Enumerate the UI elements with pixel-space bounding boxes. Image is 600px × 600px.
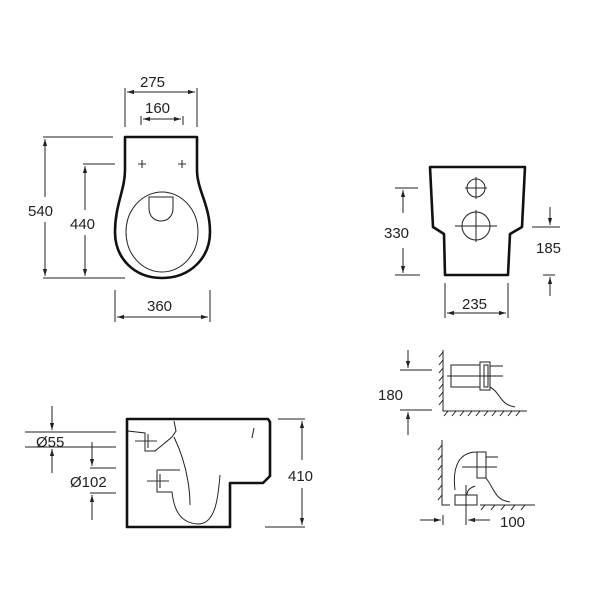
bowl-outlet [148,196,174,222]
label-diameter-55: Ø55 [36,434,64,451]
connection-detail: 180 100 [378,350,535,531]
top-view-outline [113,135,212,280]
wall-floor-1 [442,350,527,412]
label-160: 160 [145,100,170,117]
label-410: 410 [288,468,313,485]
label-540: 540 [28,203,53,220]
label-180: 180 [378,387,403,404]
label-235: 235 [462,296,487,313]
label-360: 360 [147,298,172,315]
front-view-outline [428,165,527,277]
side-view-outline [125,417,272,529]
label-100: 100 [500,514,525,531]
top-view: 275 160 540 440 360 [28,74,212,322]
label-275: 275 [140,74,165,91]
label-185: 185 [536,240,561,257]
label-330: 330 [384,225,409,242]
fixing-holes-icon [138,160,186,168]
seat-opening [125,191,199,273]
label-diameter-102: Ø102 [70,474,107,491]
front-view: 330 185 235 [384,165,561,318]
label-440: 440 [70,216,95,233]
side-view: Ø55 Ø102 410 [25,406,313,529]
